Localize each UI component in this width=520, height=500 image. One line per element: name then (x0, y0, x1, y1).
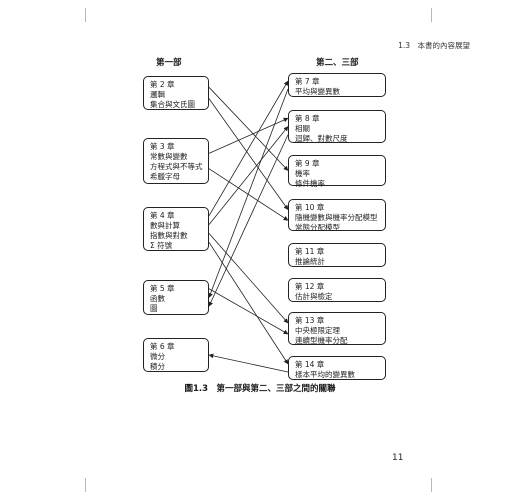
box-chapter-8: 第 8 章 相關 迴歸、對數尺度 (288, 110, 386, 143)
box-line: 希臘字母 (150, 172, 180, 181)
box-line: 條件機率 (295, 179, 325, 188)
box-chapter-4: 第 4 章 數與計算 指數與對數 Σ 符號 (143, 207, 209, 251)
box-line: 機率 (295, 169, 310, 178)
box-chapter-3: 第 3 章 常數與變數 方程式與不等式 希臘字母 (143, 138, 209, 184)
running-head: 1.3 本書的內容展望 (398, 41, 470, 50)
arrow-R1-to-L3 (208, 134, 289, 307)
box-chapter-11: 第 11 章 推論統計 (288, 243, 386, 267)
crop-mark (85, 8, 86, 22)
arrow-L2-to-R1 (208, 126, 289, 225)
box-line: 函數 (150, 294, 165, 303)
box-line: 樣本平均的變異數 (295, 370, 355, 379)
box-line: 集合與文氏圖 (150, 100, 195, 109)
page-number: 11 (392, 453, 404, 463)
box-line: 常態分配模型 (295, 223, 340, 232)
box-line: 第 4 章 (150, 211, 175, 220)
crop-mark (431, 478, 432, 492)
box-line: 平均與變異數 (295, 87, 340, 96)
crop-mark (431, 8, 432, 22)
box-chapter-2: 第 2 章 邏輯 集合與文氏圖 (143, 76, 209, 110)
arrow-R0-to-L3 (208, 88, 289, 298)
box-line: 估計與檢定 (295, 292, 333, 301)
arrow-L2-to-R6 (208, 233, 289, 324)
box-line: 積分 (150, 362, 165, 371)
box-line: 第 3 章 (150, 142, 175, 151)
arrow-R7-to-L4 (208, 353, 289, 373)
box-line: 第 8 章 (295, 114, 320, 123)
left-column-heading: 第一部 (156, 58, 182, 68)
box-line: 邏輯 (150, 90, 165, 99)
box-chapter-10: 第 10 章 隨機變數與機率分配模型 常態分配模型 (288, 199, 386, 232)
arrow-L2-to-R0 (208, 80, 289, 217)
box-chapter-9: 第 9 章 機率 條件機率 (288, 155, 386, 188)
box-line: 推論統計 (295, 257, 325, 266)
box-line: 第 2 章 (150, 80, 175, 89)
box-line: 第 7 章 (295, 77, 320, 86)
box-line: 指數與對數 (150, 231, 188, 240)
box-line: 迴歸、對數尺度 (295, 134, 348, 143)
box-line: 第 12 章 (295, 282, 325, 291)
box-line: 相關 (295, 124, 310, 133)
box-line: 隨機變數與機率分配模型 (295, 213, 378, 222)
box-line: 連續型機率分配 (295, 336, 348, 345)
arrow-L3-to-R6 (208, 288, 289, 335)
arrow-L0-to-R2 (208, 87, 289, 171)
right-column-heading: 第二、三部 (316, 58, 359, 68)
box-line: Σ 符號 (150, 241, 173, 250)
arrow-L2-to-R7 (208, 241, 289, 365)
figure-caption: 圖1.3 第一部與第二、三部之間的關聯 (184, 384, 336, 394)
box-line: 第 13 章 (295, 316, 325, 325)
box-chapter-5: 第 5 章 函數 圖 (143, 280, 209, 315)
box-line: 第 10 章 (295, 203, 325, 212)
box-line: 第 9 章 (295, 159, 320, 168)
arrow-L1-to-R3 (208, 168, 289, 221)
box-chapter-7: 第 7 章 平均與變異數 (288, 73, 386, 97)
crop-mark (85, 478, 86, 492)
box-chapter-13: 第 13 章 中央極限定理 連續型機率分配 (288, 312, 386, 345)
box-line: 第 11 章 (295, 247, 325, 256)
box-line: 第 5 章 (150, 284, 175, 293)
arrow-L0-to-R3 (208, 98, 289, 211)
box-line: 常數與變數 (150, 152, 188, 161)
box-line: 第 6 章 (150, 342, 175, 351)
box-line: 數與計算 (150, 221, 180, 230)
box-chapter-6: 第 6 章 微分 積分 (143, 338, 209, 372)
box-line: 微分 (150, 352, 165, 361)
box-line: 第 14 章 (295, 360, 325, 369)
box-chapter-14: 第 14 章 樣本平均的變異數 (288, 356, 386, 380)
box-line: 方程式與不等式 (150, 162, 203, 171)
box-chapter-12: 第 12 章 估計與檢定 (288, 278, 386, 302)
box-line: 中央極限定理 (295, 326, 340, 335)
box-line: 圖 (150, 304, 158, 313)
